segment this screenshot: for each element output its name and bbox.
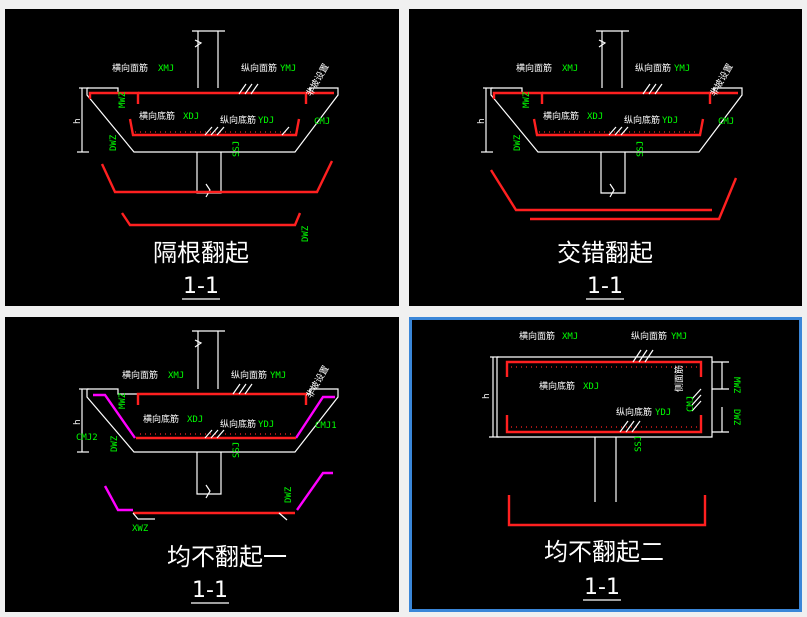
label-bot-long: 纵向底筋 xyxy=(220,114,256,126)
svg-text:侧面筋: 侧面筋 xyxy=(673,365,685,392)
rebar-open xyxy=(507,495,707,527)
panel-title: 隔根翻起 xyxy=(153,239,249,267)
column-outline xyxy=(192,330,225,389)
svg-text:XMJ: XMJ xyxy=(562,64,578,74)
section-label: 1-1 xyxy=(183,274,219,299)
pile-outline xyxy=(600,152,626,194)
svg-text:YMJ: YMJ xyxy=(671,332,687,342)
rebar-top xyxy=(505,360,703,377)
svg-text:XDJ: XDJ xyxy=(187,415,203,425)
svg-text:DWZ: DWZ xyxy=(301,225,311,242)
svg-text:横向面筋: 横向面筋 xyxy=(519,330,555,342)
diagram-panel-1[interactable]: 横向面筋 XMJ 纵向面筋 YMJ 横向底筋 XDJ 纵向底筋 YDJ 非坡设置… xyxy=(5,9,399,306)
svg-text:h: h xyxy=(482,393,492,399)
svg-text:DWZ: DWZ xyxy=(284,486,294,503)
rebar-bottom xyxy=(128,118,301,137)
svg-text:MWZ: MWZ xyxy=(118,392,128,409)
cap-outline xyxy=(490,87,743,153)
label-bot-trans: 横向底筋 xyxy=(139,110,175,122)
svg-text:XWZ: XWZ xyxy=(132,524,149,534)
cap-outline xyxy=(496,356,713,438)
svg-text:纵向底筋: 纵向底筋 xyxy=(616,406,652,418)
svg-text:XMJ: XMJ xyxy=(168,371,184,381)
rebar-side-right xyxy=(294,395,335,439)
panel-title: 均不翻起一 xyxy=(167,543,287,571)
column-outline xyxy=(192,30,225,88)
section-label: 1-1 xyxy=(584,575,620,600)
svg-text:XMJ: XMJ xyxy=(562,332,578,342)
svg-text:横向底筋: 横向底筋 xyxy=(143,413,179,425)
svg-text:SSJ: SSJ xyxy=(634,436,644,452)
rebar-bottom xyxy=(532,118,705,137)
svg-text:h: h xyxy=(477,118,487,124)
svg-text:MWZ: MWZ xyxy=(522,91,532,108)
svg-text:纵向底筋: 纵向底筋 xyxy=(624,114,660,126)
rebar-open-2 xyxy=(121,212,302,227)
svg-text:YDJ: YDJ xyxy=(258,420,274,430)
svg-text:YDJ: YDJ xyxy=(662,116,678,126)
label-top-trans: 横向面筋 xyxy=(112,62,148,74)
svg-text:SSJ: SSJ xyxy=(232,442,242,458)
rebar-side-left xyxy=(93,393,136,439)
rebar-top xyxy=(136,392,308,405)
svg-text:横向底筋: 横向底筋 xyxy=(539,380,575,392)
section-label: 1-1 xyxy=(587,274,623,299)
svg-text:h: h xyxy=(73,118,83,124)
svg-text:MWZ: MWZ xyxy=(118,91,128,108)
diagram-panel-2[interactable]: 横向面筋 XMJ 纵向面筋 YMJ 横向底筋 XDJ 纵向底筋 YDJ 非坡设置… xyxy=(409,9,802,306)
svg-text:DWZ: DWZ xyxy=(110,435,120,452)
svg-text:横向面筋: 横向面筋 xyxy=(516,62,552,74)
pile-outline xyxy=(196,152,222,194)
svg-text:XMJ: XMJ xyxy=(158,64,174,74)
svg-text:XDJ: XDJ xyxy=(583,382,599,392)
pile-outline xyxy=(196,452,222,495)
svg-text:纵向面筋: 纵向面筋 xyxy=(631,330,667,342)
rebar-open-2 xyxy=(530,177,738,221)
svg-text:SSJ: SSJ xyxy=(232,141,242,157)
section-label: 1-1 xyxy=(192,578,228,603)
svg-text:YDJ: YDJ xyxy=(655,408,671,418)
svg-text:XDJ: XDJ xyxy=(587,112,603,122)
svg-text:CMJ1: CMJ1 xyxy=(315,421,337,431)
svg-text:CMJ: CMJ xyxy=(718,117,734,127)
rebar-open-1 xyxy=(489,169,712,212)
diagram-panel-4[interactable]: 横向面筋 XMJ 纵向面筋 YMJ 横向底筋 XDJ 纵向底筋 YDJ 侧面筋 … xyxy=(409,317,802,612)
svg-text:纵向底筋: 纵向底筋 xyxy=(220,418,256,430)
diagram-panel-3[interactable]: 横向面筋 XMJ 纵向面筋 YMJ 横向底筋 XDJ 纵向底筋 YDJ 非坡设置… xyxy=(5,317,399,612)
column-outline xyxy=(596,30,629,88)
svg-text:横向底筋: 横向底筋 xyxy=(543,110,579,122)
svg-text:CMJ: CMJ xyxy=(686,396,696,412)
panel-title: 交错翻起 xyxy=(557,239,653,267)
cap-outline xyxy=(86,87,339,153)
svg-text:DWZ: DWZ xyxy=(731,409,741,426)
svg-text:YMJ: YMJ xyxy=(280,64,296,74)
svg-text:CMJ: CMJ xyxy=(314,117,330,127)
panel-title: 均不翻起二 xyxy=(544,538,664,566)
svg-text:YMJ: YMJ xyxy=(674,64,690,74)
svg-text:纵向面筋: 纵向面筋 xyxy=(635,62,671,74)
rebar-open-1 xyxy=(100,160,334,194)
svg-text:非坡设置: 非坡设置 xyxy=(303,363,331,400)
svg-text:YMJ: YMJ xyxy=(270,371,286,381)
svg-text:纵向面筋: 纵向面筋 xyxy=(231,369,267,381)
svg-text:YDJ: YDJ xyxy=(258,116,274,126)
rebar-top xyxy=(492,91,738,104)
rebar-bottom xyxy=(505,415,703,434)
svg-text:横向面筋: 横向面筋 xyxy=(122,369,158,381)
svg-text:h: h xyxy=(73,419,83,425)
rebar-open-side-right xyxy=(296,471,333,511)
rebar-top xyxy=(88,91,334,104)
label-top-long: 纵向面筋 xyxy=(241,62,277,74)
svg-text:SSJ: SSJ xyxy=(636,141,646,157)
svg-text:MWZ: MWZ xyxy=(731,377,741,394)
svg-text:CMJ2: CMJ2 xyxy=(76,433,98,443)
svg-text:DWZ: DWZ xyxy=(513,134,523,151)
svg-text:DWZ: DWZ xyxy=(109,134,119,151)
rebar-open-side-left xyxy=(103,485,133,512)
svg-text:XDJ: XDJ xyxy=(183,112,199,122)
cap-outline xyxy=(86,388,339,453)
